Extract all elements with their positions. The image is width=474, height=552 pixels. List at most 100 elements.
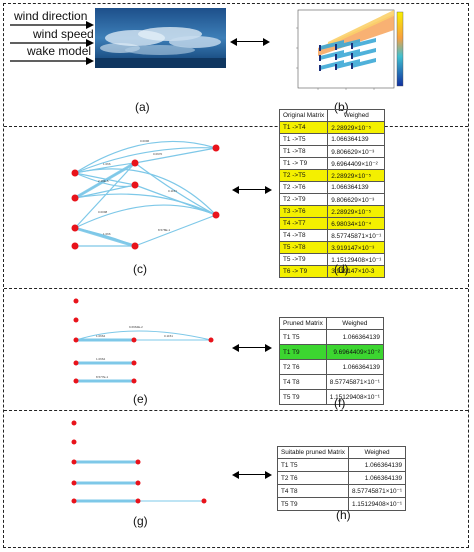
pair-cell: T5 ->T9 xyxy=(278,253,329,266)
table-header: Suitable pruned Matrix xyxy=(277,446,349,459)
pair-cell: T5 ->T8 xyxy=(278,241,329,254)
pair-cell: T2 ->T9 xyxy=(278,193,329,206)
panel-label-e: (e) xyxy=(133,392,148,406)
table-header: Weighed xyxy=(327,109,386,122)
double-arrow-ef xyxy=(232,344,272,352)
svg-text:2.29E-5: 2.29E-5 xyxy=(98,179,109,183)
value-cell: 6.98034×10⁻⁴ xyxy=(327,217,386,230)
pair-cell: T4 ->T7 xyxy=(278,217,329,230)
wake-model-label: wake model xyxy=(27,44,92,58)
figure-frame xyxy=(3,3,469,548)
value-cell: 1.066364139 xyxy=(347,458,407,472)
section-divider xyxy=(4,410,468,411)
svg-text:1.066: 1.066 xyxy=(103,162,111,166)
svg-text:1.066: 1.066 xyxy=(103,232,111,236)
svg-text:0.0098: 0.0098 xyxy=(98,210,108,214)
table-header-row: Original Matrix Weighed xyxy=(278,109,386,122)
full-wake-graph: 0.0096 0.0970 1.066 0.1151 2.29E-5 1.066 8.… xyxy=(71,139,220,250)
svg-text:1.0664: 1.0664 xyxy=(96,357,106,361)
double-arrow-cd xyxy=(232,186,272,194)
pair-cell: T2 ->T5 xyxy=(278,169,329,182)
panel-label-g: (g) xyxy=(133,514,148,528)
svg-text:0.1151: 0.1151 xyxy=(164,334,173,338)
pair-cell: T4 ->T8 xyxy=(278,229,329,242)
pair-cell: T1 ->T4 xyxy=(278,121,329,134)
pair-cell: T1 ->T8 xyxy=(278,145,329,158)
wind-speed-label: wind speed xyxy=(33,27,94,41)
pair-cell: T1 T9 xyxy=(279,344,327,360)
svg-text:8.577E-1: 8.577E-1 xyxy=(96,375,109,379)
pruned-wake-graph: 9.6964E-2 1.0664 1.0664 8.577E-1 0.1151 xyxy=(73,298,214,384)
svg-text:0.0096: 0.0096 xyxy=(140,139,150,143)
panel-label-d: (d) xyxy=(334,262,349,276)
value-cell: 9.806629×10⁻³ xyxy=(327,145,386,158)
pair-cell: T6 -> T9 xyxy=(278,265,329,278)
pair-cell: T4 T8 xyxy=(279,374,327,390)
value-cell: 8.57745871×10⁻¹ xyxy=(327,229,386,242)
double-arrow-ab xyxy=(230,38,270,46)
pair-cell: T5 T9 xyxy=(279,389,327,405)
value-cell: 3.919147×10⁻³ xyxy=(327,241,386,254)
value-cell: 1.066364139 xyxy=(327,181,386,194)
svg-text:0.1151: 0.1151 xyxy=(168,189,177,193)
svg-text:1.0664: 1.0664 xyxy=(96,334,106,338)
pair-cell: T3 ->T6 xyxy=(278,205,329,218)
svg-text:8.578E-1: 8.578E-1 xyxy=(158,228,171,232)
wind-direction-label: wind direction xyxy=(14,9,88,23)
svg-text:9.6964E-2: 9.6964E-2 xyxy=(129,325,143,329)
pair-cell: T4 T8 xyxy=(277,484,349,498)
value-cell: 1.066364139 xyxy=(327,133,386,146)
svg-text:0.0970: 0.0970 xyxy=(153,152,163,156)
table-header: Weighed xyxy=(325,317,384,330)
section-divider xyxy=(4,288,468,289)
suitable-pruned-graph xyxy=(71,420,207,504)
double-arrow-gh xyxy=(232,471,272,479)
pair-cell: T1 T5 xyxy=(277,458,349,472)
table-header-row: Pruned Matrix Weighed xyxy=(279,317,384,330)
pair-cell: T2 T6 xyxy=(277,471,349,485)
pair-cell: T2 ->T6 xyxy=(278,181,329,194)
wind-farm-image xyxy=(95,8,226,68)
value-cell: 1.15129408×10⁻¹ xyxy=(347,497,407,511)
value-cell: 2.28929×10⁻⁵ xyxy=(327,121,386,134)
value-cell: 2.28929×10⁻⁵ xyxy=(327,169,386,182)
table-header: Original Matrix xyxy=(278,109,329,122)
pair-cell: T1 ->T5 xyxy=(278,133,329,146)
input-arrows xyxy=(10,21,94,65)
value-cell: 2.28929×10⁻⁵ xyxy=(327,205,386,218)
value-cell: 1.066364139 xyxy=(347,471,407,485)
value-cell: 8.57745871×10⁻¹ xyxy=(325,374,384,390)
panel-label-a: (a) xyxy=(135,100,150,114)
panel-label-h: (h) xyxy=(336,508,351,522)
panel-label-c: (c) xyxy=(133,262,147,276)
value-cell: 9.6964409×10⁻² xyxy=(325,344,384,360)
value-cell: 1.066364139 xyxy=(325,359,384,375)
table-header-row: Suitable pruned Matrix Weighed xyxy=(277,446,407,459)
value-cell: 3.919147×10-3 xyxy=(327,265,386,278)
value-cell: 8.57745871×10⁻¹ xyxy=(347,484,407,498)
section-divider xyxy=(4,126,468,127)
